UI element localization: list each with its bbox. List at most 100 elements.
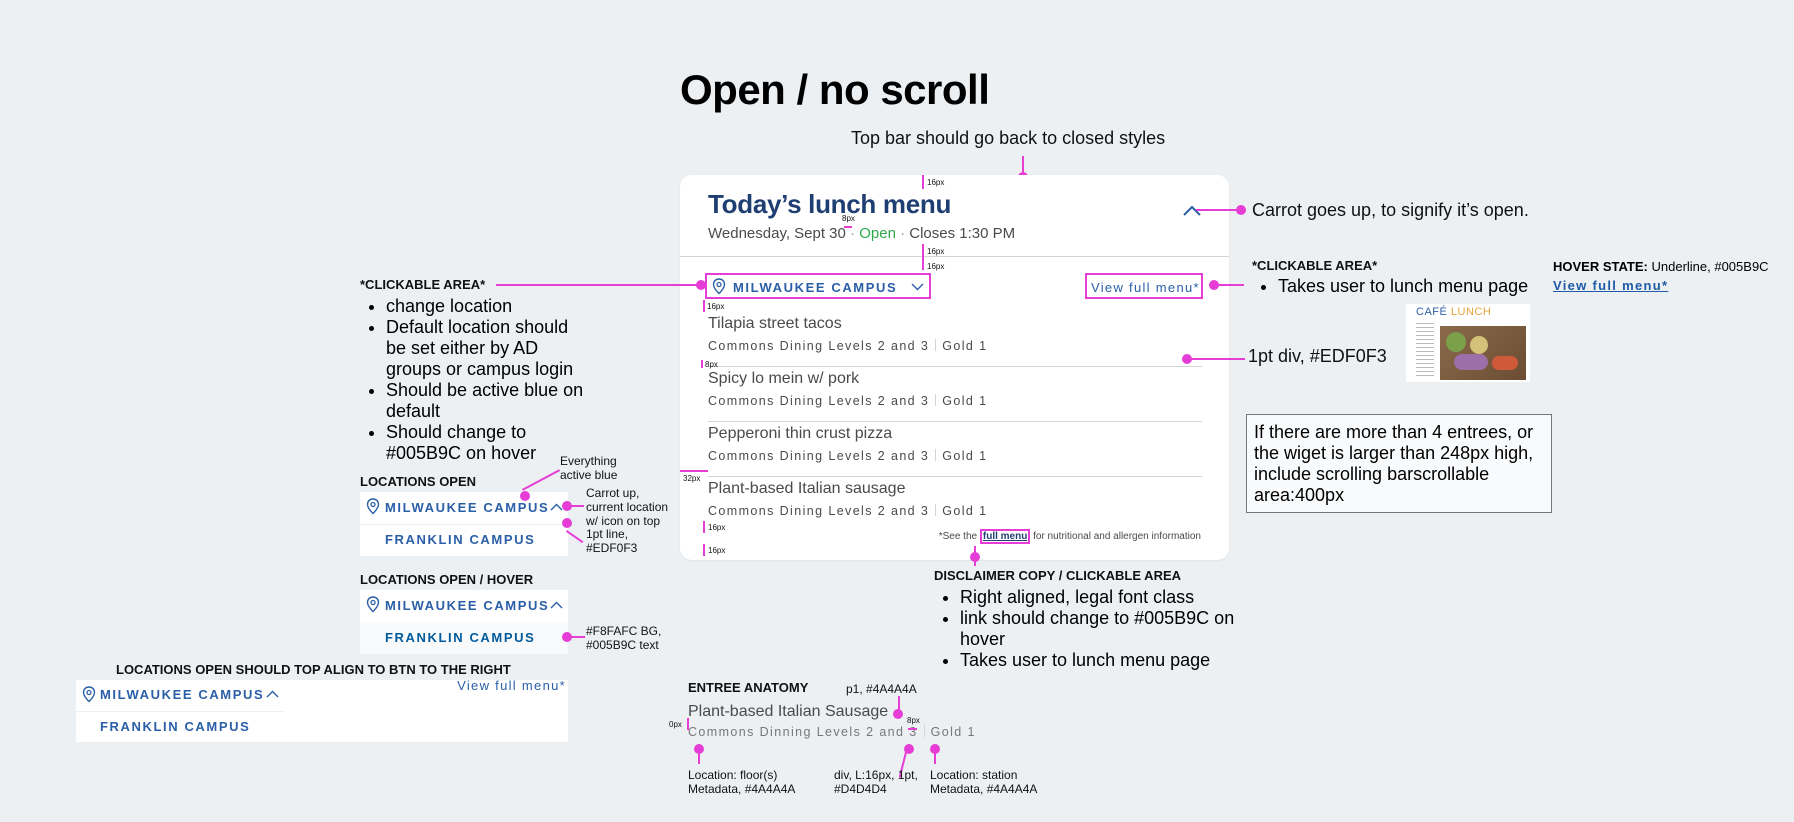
anatomy-div-note: div, L:16px, 1pt, #D4D4D4 [834,768,918,796]
entree-meta: Commons Dining Levels 2 and 3 Gold 1 [708,339,988,353]
meta-divider [935,394,937,406]
hover-state-note: HOVER STATE: Underline, #005B9C [1553,259,1769,274]
list-item: Pepperoni thin crust pizza Commons Dinin… [708,425,988,463]
widget-date: Wednesday, Sept 30 [708,225,846,242]
location-option-franklin[interactable]: FRANKLIN CAMPUS [385,630,536,645]
entree-meta: Commons Dining Levels 2 and 3 Gold 1 [708,394,988,408]
location-pin-icon [82,686,96,703]
location-divider [76,711,284,712]
location-option-milwaukee[interactable]: MILWAUKEE CAMPUS [100,687,265,702]
dim-label: 8px [705,360,718,369]
note-everything-blue: Everything active blue [560,454,618,482]
view-full-menu-button[interactable]: View full menu* [1085,273,1203,299]
top-bar-note: Top bar should go back to closed styles [851,128,1166,148]
location-divider [360,524,568,525]
entree-station: Gold 1 [930,725,976,739]
anatomy-entree-meta: Commons Dinning Levels 2 and 3 Gold 1 [688,725,976,739]
view-full-menu-link[interactable]: View full menu* [457,678,566,693]
scroll-note: If there are more than 4 entrees, or the… [1246,414,1552,513]
location-pin-icon [712,278,726,295]
dim-label: 8px [907,716,920,725]
entree-meta: Commons Dining Levels 2 and 3 Gold 1 [708,504,988,518]
clickable-area-left: *CLICKABLE AREA* change location Default… [360,277,590,464]
location-option-milwaukee[interactable]: MILWAUKEE CAMPUS [385,500,550,515]
location-pin-icon [366,498,380,515]
entree-location: Commons Dining Levels 2 and 3 [708,504,930,518]
meta-divider [923,725,925,737]
dim-label: 16px [927,178,945,187]
widget-title: Today’s lunch menu [708,189,952,219]
view-full-menu-label: View full menu* [1091,280,1200,295]
chevron-up-icon[interactable] [550,503,563,511]
clickable-area-right: *CLICKABLE AREA* Takes user to lunch men… [1252,258,1552,297]
locations-dropdown-hover: MILWAUKEE CAMPUS FRANKLIN CAMPUS [360,590,568,654]
entree-name: Spicy lo mein w/ pork [708,370,860,387]
locations-dropdown-open: MILWAUKEE CAMPUS FRANKLIN CAMPUS [360,492,568,556]
hover-link-example[interactable]: View full menu* [1553,278,1669,293]
hover-row[interactable]: FRANKLIN CAMPUS [360,622,568,654]
chevron-up-icon[interactable] [266,690,279,698]
dim-label: 32px [683,474,701,483]
chevron-down-icon [911,283,924,291]
anatomy-p1-note: p1, #4A4A4A [846,682,917,696]
entree-location: Commons Dining Levels 2 and 3 [708,339,930,353]
vegetables-image [1440,326,1526,380]
dim-label: 8px [842,214,855,223]
location-pin-icon [366,596,380,613]
widget-subtitle: Wednesday, Sept 30 · Open · Closes 1:30 … [708,225,1016,242]
entree-name: Plant-based Italian sausage [708,480,906,497]
chevron-up-icon[interactable] [1182,205,1202,217]
closes-time: Closes 1:30 PM [909,225,1016,242]
meta-divider [935,449,937,461]
note-carrot-up: Carrot up, current location w/ icon on t… [586,486,669,528]
locations-dropdown-aligned: MILWAUKEE CAMPUS FRANKLIN CAMPUS View fu… [76,678,568,742]
entree-divider [708,476,1202,477]
entree-name: Pepperoni thin crust pizza [708,425,893,442]
div-note: 1pt div, #EDF0F3 [1248,346,1387,366]
dim-label: 0px [669,720,682,729]
note-1pt-line: 1pt line, #EDF0F3 [586,527,638,555]
menu-text-lines [1416,320,1434,378]
meta-divider [935,504,937,516]
header-divider [680,256,1229,257]
entree-location: Commons Dinning Levels 2 and 3 [688,725,918,739]
meta-divider [935,339,937,351]
anatomy-station-note: Location: station Metadata, #4A4A4A [930,768,1038,796]
entree-divider [708,366,1202,367]
list-item: Tilapia street tacos Commons Dining Leve… [708,315,988,353]
location-option-milwaukee[interactable]: MILWAUKEE CAMPUS [385,598,550,613]
anatomy-entree-name: Plant-based Italian Sausage [688,703,889,720]
entree-station: Gold 1 [942,339,988,353]
anatomy-floor-note: Location: floor(s) Metadata, #4A4A4A [688,768,796,796]
entree-station: Gold 1 [942,394,988,408]
location-option-franklin[interactable]: FRANKLIN CAMPUS [385,532,536,547]
dim-label: 16px [707,302,725,311]
dim-label: 16px [927,262,945,271]
campus-selector-button[interactable]: MILWAUKEE CAMPUS [705,273,931,299]
list-item: Plant-based Italian sausage Commons Dini… [708,480,988,518]
list-item: Spicy lo mein w/ pork Commons Dining Lev… [708,370,988,408]
disclaimer-note: DISCLAIMER COPY / CLICKABLE AREA Right a… [934,568,1264,671]
lunch-menu-widget: Today’s lunch menu Wednesday, Sept 30 · … [680,175,1229,560]
locations-open-heading: LOCATIONS OPEN [360,474,477,489]
entree-station: Gold 1 [942,504,988,518]
carrot-note: Carrot goes up, to signify it’s open. [1252,200,1529,220]
cafe-lunch-thumbnail: CAFÉ LUNCH [1406,304,1530,382]
chevron-up-icon[interactable] [550,601,563,609]
locations-align-heading: LOCATIONS OPEN SHOULD TOP ALIGN TO BTN T… [116,662,511,677]
page-title: Open / no scroll [680,66,990,113]
entree-divider [708,421,1202,422]
open-status: Open [859,225,896,242]
location-option-franklin[interactable]: FRANKLIN CAMPUS [100,719,251,734]
full-menu-link[interactable]: full menu [979,529,1031,544]
entree-name: Tilapia street tacos [708,315,842,332]
anatomy-heading: ENTREE ANATOMY [688,680,809,695]
campus-label: MILWAUKEE CAMPUS [733,280,898,295]
note-hover-bg: #F8FAFC BG, #005B9C text [586,624,662,652]
entree-location: Commons Dining Levels 2 and 3 [708,449,930,463]
disclaimer: *See the full menu for nutritional and a… [938,529,1201,544]
entree-location: Commons Dining Levels 2 and 3 [708,394,930,408]
locations-hover-heading: LOCATIONS OPEN / HOVER [360,572,534,587]
dim-label: 16px [708,523,726,532]
